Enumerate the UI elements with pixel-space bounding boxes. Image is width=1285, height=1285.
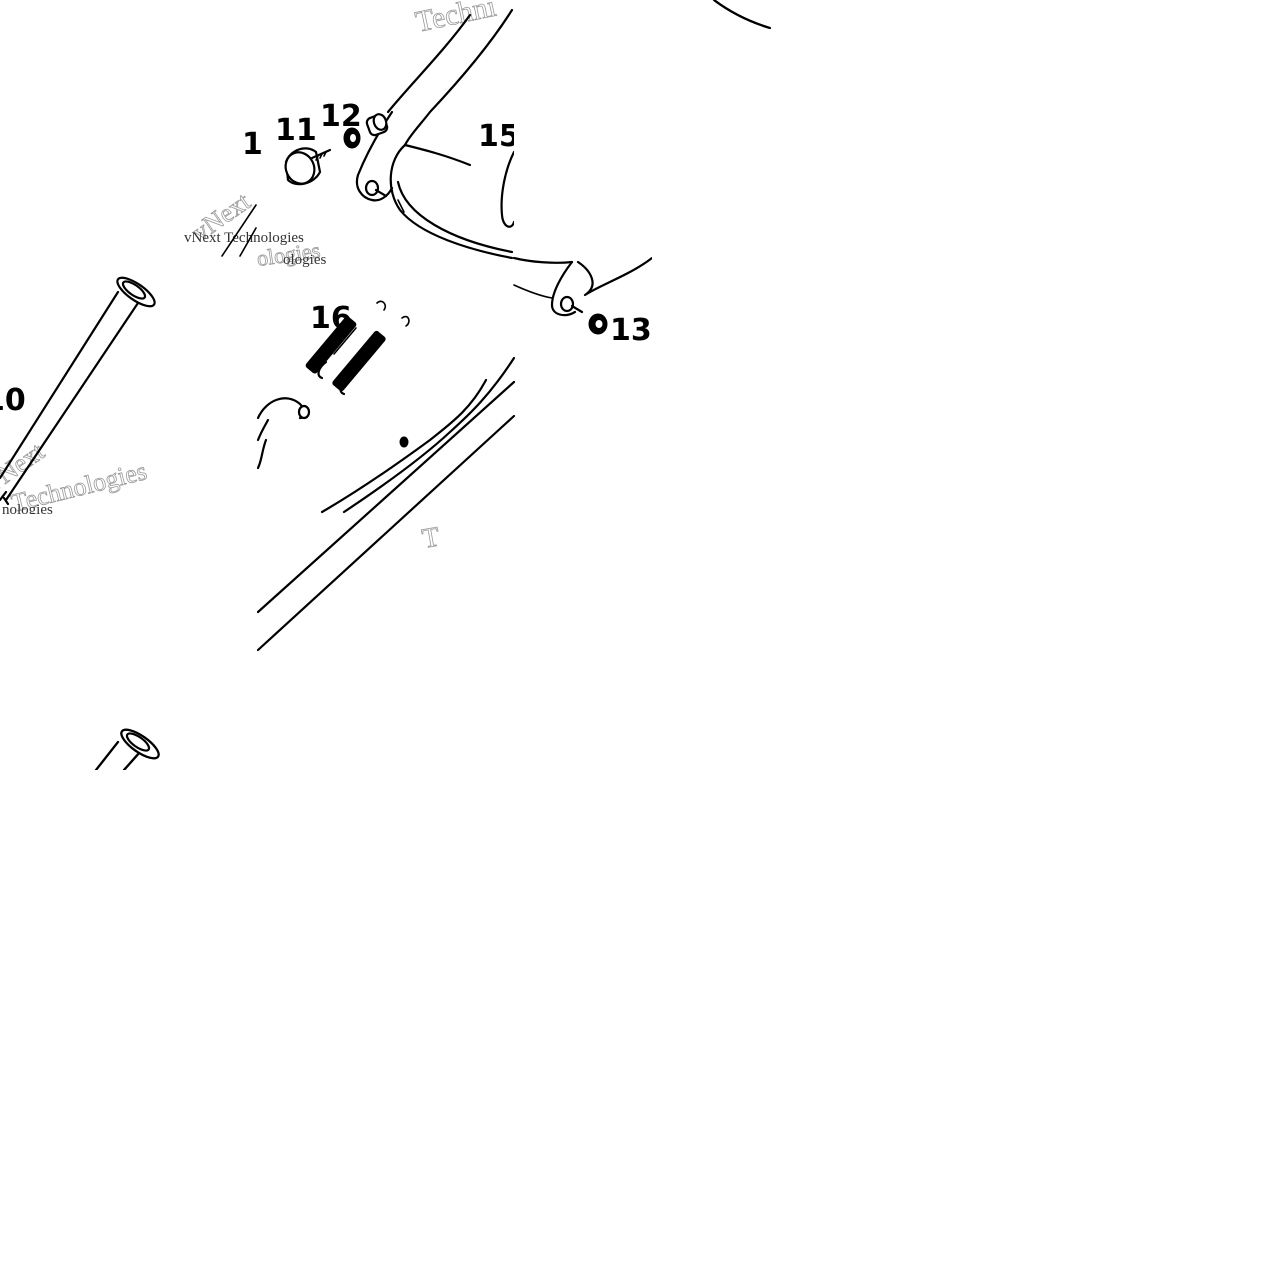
washer-12 bbox=[343, 127, 361, 149]
side-stand-lever bbox=[256, 356, 516, 514]
spring-a bbox=[305, 300, 387, 380]
lever-hook bbox=[256, 397, 306, 420]
frame-tube-upper-right bbox=[403, 8, 514, 147]
bottom-blank bbox=[0, 770, 1285, 1285]
fender-edge-top-right bbox=[712, 0, 772, 30]
stand-right-foot-tube bbox=[576, 256, 654, 297]
frame-tube-upper-left bbox=[386, 13, 472, 114]
springs-16 bbox=[305, 300, 410, 396]
spring-b bbox=[332, 315, 410, 396]
part-label-1: 1 bbox=[242, 127, 263, 162]
part-label-10: 10 bbox=[0, 383, 26, 418]
rubber-stopper-11 bbox=[284, 147, 332, 186]
axle-pin-10 bbox=[0, 276, 156, 506]
part-labels: 1 10 11 12 13 15 16 bbox=[0, 99, 652, 418]
stand-loop-outer bbox=[389, 143, 514, 260]
pivot-pin-lower bbox=[559, 295, 584, 314]
part-label-13: 13 bbox=[610, 313, 652, 348]
stand-loop-top bbox=[403, 143, 472, 167]
stand-right-foot-edge bbox=[513, 284, 553, 299]
part-label-12: 12 bbox=[320, 99, 362, 134]
side-stand-rivet bbox=[399, 436, 409, 448]
side-stand-lower-edge bbox=[342, 356, 516, 514]
axle-pin-duplicate-visible bbox=[94, 728, 160, 772]
nut-13 bbox=[588, 313, 608, 335]
stand-right-foot-outer bbox=[550, 260, 577, 317]
watermark-mid-left-small-b: ologies bbox=[283, 252, 326, 268]
frame-stand-assembly bbox=[355, 8, 654, 335]
side-stand-upper-edge bbox=[320, 378, 488, 514]
part-label-16: 16 bbox=[310, 301, 352, 336]
fragment-line-1b bbox=[239, 227, 257, 257]
stand-tab bbox=[397, 199, 405, 213]
lever-body bbox=[256, 418, 270, 470]
long-diagonal-bar bbox=[256, 380, 516, 652]
stand-loop-inner bbox=[396, 180, 514, 254]
bushing-upper bbox=[365, 113, 389, 137]
fender-edge-top-right-visible bbox=[712, 0, 772, 30]
pivot-pin-upper bbox=[364, 179, 388, 198]
spring-hook-15 bbox=[500, 150, 516, 228]
lever-pin bbox=[297, 404, 311, 420]
stand-right-foot-bracket bbox=[512, 256, 574, 264]
watermark-top: Techni bbox=[413, 0, 499, 39]
fragment-line-1a bbox=[221, 204, 257, 257]
part-label-11: 11 bbox=[275, 113, 317, 148]
part-label-15: 15 bbox=[478, 119, 520, 154]
frame-bracket-plate bbox=[355, 110, 394, 202]
watermark-center: T bbox=[420, 521, 442, 555]
watermark-mid-left-small: vNext Technologies bbox=[184, 230, 304, 246]
